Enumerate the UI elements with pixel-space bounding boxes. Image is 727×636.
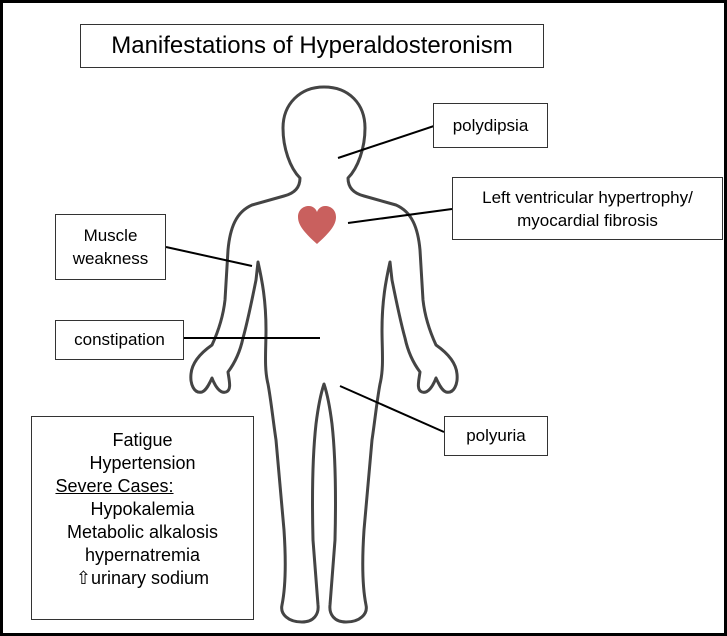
title-text: Manifestations of Hyperaldosteronism	[111, 32, 513, 60]
severe-cases-heading: Severe Cases:	[55, 475, 173, 498]
heart-icon	[298, 206, 336, 244]
systemic-item: Hypertension	[89, 452, 195, 475]
label-muscle-weakness: Muscle weakness	[55, 214, 166, 280]
muscle-text-line2: weakness	[73, 247, 149, 270]
leader-line-lv-hypertrophy	[348, 209, 452, 223]
label-polydipsia: polydipsia	[433, 103, 548, 148]
systemic-manifestations-box: Fatigue Hypertension Severe Cases: Hypok…	[31, 416, 254, 620]
leader-line-muscle-weakness	[166, 247, 252, 266]
polyuria-text: polyuria	[466, 426, 526, 446]
severe-item: Metabolic alkalosis	[67, 521, 218, 544]
muscle-text-line1: Muscle	[84, 224, 138, 247]
diagram-title: Manifestations of Hyperaldosteronism	[80, 24, 544, 68]
polydipsia-text: polydipsia	[453, 116, 529, 136]
lv-text-line1: Left ventricular hypertrophy/	[482, 186, 693, 209]
severe-item: hypernatremia	[85, 544, 200, 567]
leader-line-polydipsia	[338, 126, 434, 158]
lv-text-line2: myocardial fibrosis	[517, 209, 658, 232]
systemic-item: Fatigue	[112, 429, 172, 452]
severe-item: Hypokalemia	[90, 498, 194, 521]
constipation-text: constipation	[74, 330, 165, 350]
label-lv-hypertrophy: Left ventricular hypertrophy/ myocardial…	[452, 177, 723, 240]
label-polyuria: polyuria	[444, 416, 548, 456]
label-constipation: constipation	[55, 320, 184, 360]
leader-line-polyuria	[340, 386, 444, 432]
severe-item: ⇧urinary sodium	[76, 567, 209, 590]
